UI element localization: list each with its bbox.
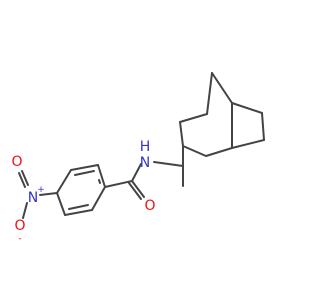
- bond: [74, 170, 95, 176]
- carbonyl-o-label: O: [144, 198, 155, 214]
- bond: [56, 169, 72, 194]
- bonds: [18, 72, 265, 219]
- bond: [91, 186, 106, 211]
- bond: [128, 182, 142, 200]
- amide-n-label: N: [140, 155, 150, 171]
- bond: [179, 121, 184, 147]
- bond: [97, 164, 106, 188]
- bond: [211, 72, 233, 104]
- nitro-n-charge: +: [37, 185, 45, 195]
- atom-labels: N H O N + O O -: [11, 139, 155, 244]
- nitro-n-label: N: [28, 190, 38, 206]
- bond: [231, 139, 265, 149]
- bond: [39, 192, 58, 196]
- nitro-o-bottom-charge: -: [18, 234, 21, 244]
- bond: [182, 145, 207, 157]
- bond: [70, 164, 99, 171]
- bond: [179, 113, 208, 123]
- bond: [131, 180, 145, 198]
- bond: [98, 179, 101, 184]
- nitro-o-bottom-label: O: [14, 218, 25, 234]
- bond: [153, 161, 184, 167]
- bond: [56, 192, 66, 216]
- bond: [261, 112, 265, 141]
- structure-canvas: N H O N + O O -: [11, 72, 265, 244]
- bond: [231, 102, 263, 114]
- amide-h-label: H: [140, 139, 151, 155]
- bond: [18, 172, 26, 188]
- bond: [131, 163, 142, 182]
- bond: [206, 72, 213, 115]
- bond: [21, 170, 29, 186]
- molecule-diagram: N H O N + O O -: [11, 72, 265, 244]
- bond: [22, 202, 28, 219]
- bond: [68, 204, 89, 210]
- nitro-o-top-label: O: [11, 154, 22, 170]
- bond: [205, 147, 233, 157]
- bond: [64, 209, 93, 216]
- bond: [104, 180, 133, 188]
